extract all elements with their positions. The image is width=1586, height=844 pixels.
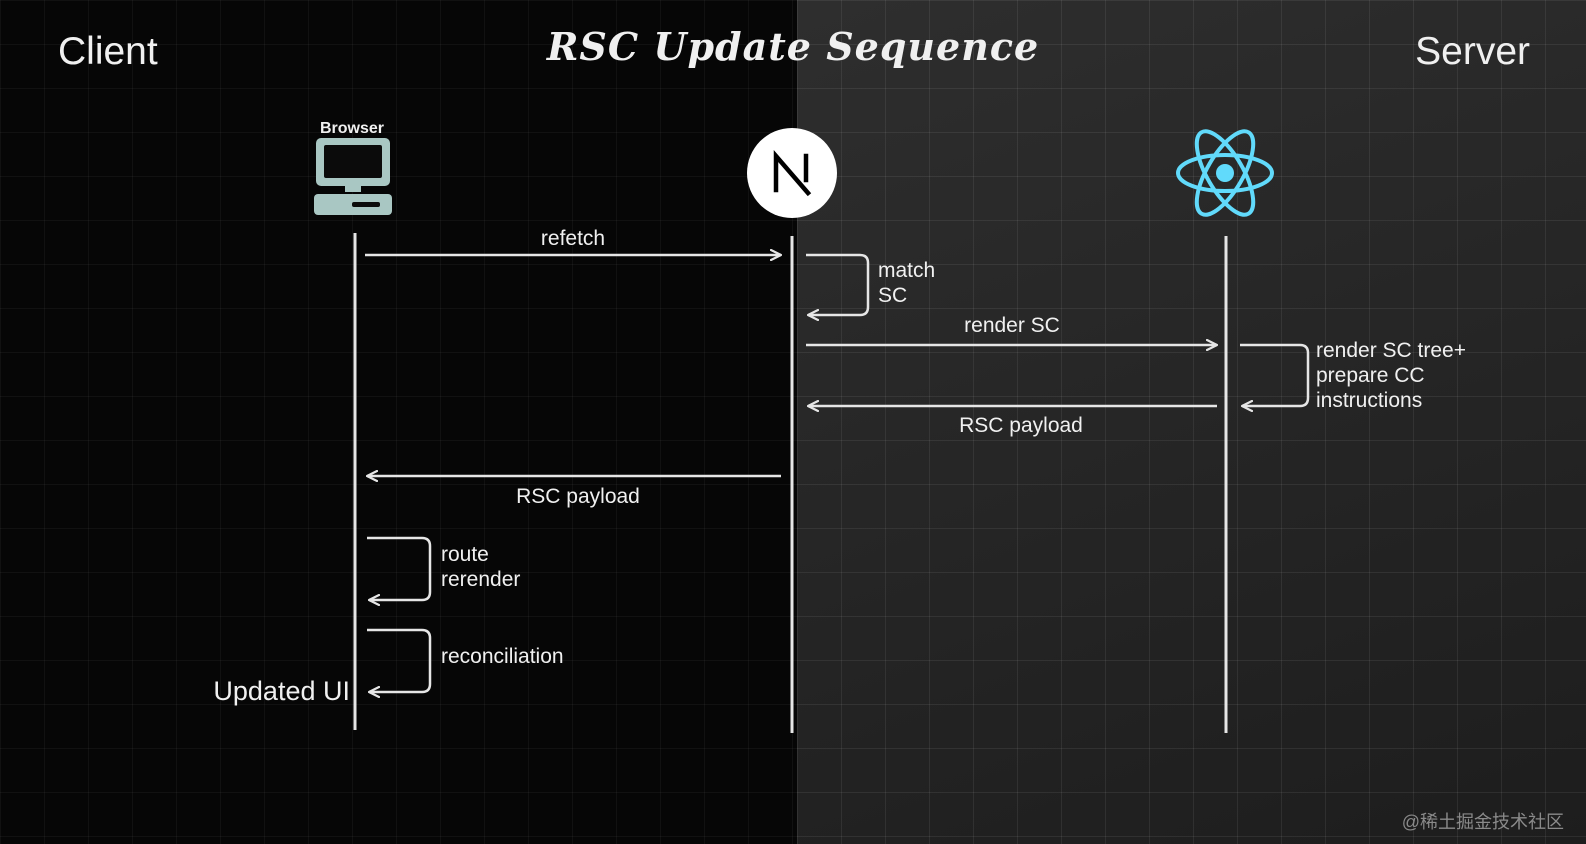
- diagram-title: RSC Update Sequence: [546, 24, 1040, 69]
- watermark: @稀土掘金技术社区: [1401, 812, 1564, 832]
- client-label: Client: [58, 30, 158, 73]
- reconciliation-label: reconciliation: [441, 645, 564, 668]
- route-rerender-label-line2: rerender: [441, 568, 521, 591]
- rsc-payload-client-label: RSC payload: [516, 485, 640, 508]
- render-sc-label: render SC: [964, 314, 1060, 337]
- refetch-label: refetch: [540, 227, 606, 250]
- updated-ui-label: Updated UI: [213, 676, 350, 706]
- match-sc-label-line1: match: [878, 259, 936, 282]
- server-label: Server: [1415, 30, 1530, 73]
- browser-label: Browser: [320, 120, 385, 137]
- render-tree-label-line1: render SC tree+: [1316, 339, 1466, 362]
- client-panel: [0, 0, 797, 844]
- rsc-payload-server-label: RSC payload: [959, 414, 1083, 437]
- route-rerender-label-line1: route: [441, 543, 489, 566]
- render-tree-label-line2: prepare CC: [1316, 364, 1425, 387]
- match-sc-label-line2: SC: [878, 284, 908, 307]
- react-logo-icon: [1176, 129, 1274, 217]
- render-tree-loop: [1240, 343, 1310, 406]
- nextjs-logo-icon: [747, 128, 837, 218]
- route-rerender-loop: [367, 536, 432, 600]
- computer-icon: [314, 138, 392, 215]
- match-sc-loop: [806, 253, 870, 315]
- reconciliation-loop: [367, 628, 432, 692]
- server-panel: [797, 0, 1586, 844]
- render-tree-label-line3: instructions: [1316, 389, 1423, 412]
